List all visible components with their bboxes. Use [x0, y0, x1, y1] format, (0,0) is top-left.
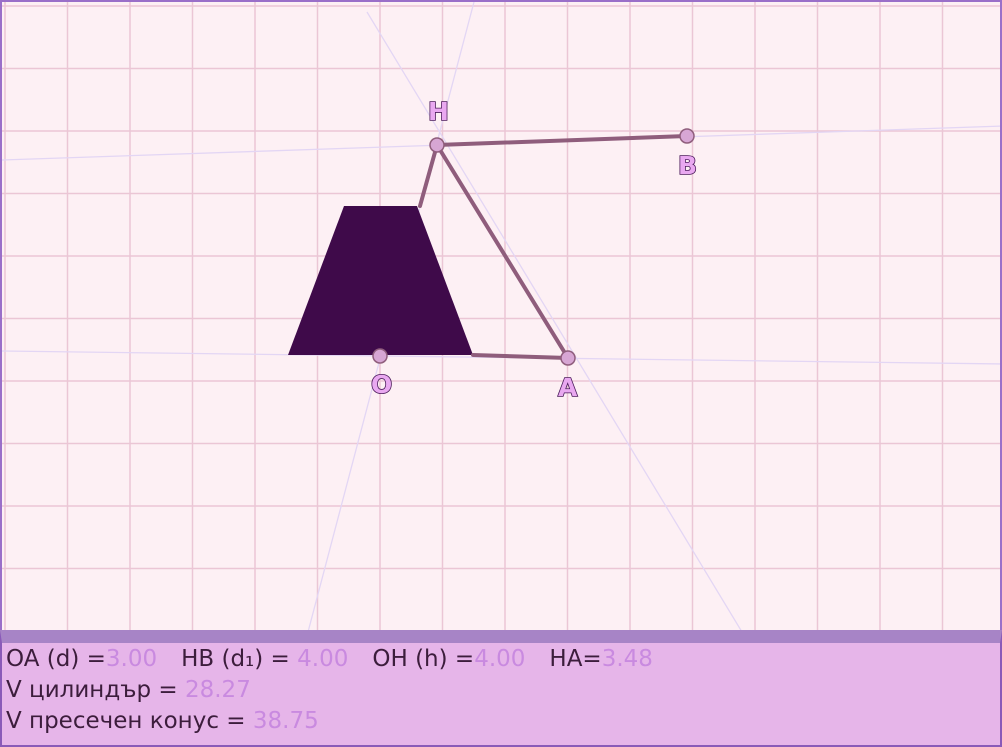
- point-h[interactable]: [429, 137, 445, 153]
- segment-hb: [435, 134, 689, 147]
- hb-value: 4.00: [297, 646, 349, 672]
- frustum-volume-label: V пресечен конус =: [6, 708, 253, 734]
- oa-label: OA (d) =: [6, 646, 106, 672]
- point-b[interactable]: [679, 128, 695, 144]
- geometry-canvas[interactable]: H B O A: [0, 0, 1002, 630]
- aux-line-ha: [366, 11, 742, 630]
- segment-ha: [435, 143, 570, 360]
- ha-value: 3.48: [601, 646, 653, 672]
- grid: [2, 2, 1000, 630]
- segment-oa: [471, 353, 570, 360]
- cylinder-volume-value: 28.27: [184, 677, 251, 703]
- point-label-a: A: [558, 373, 578, 402]
- point-labels: H B O A: [370, 96, 698, 403]
- cylinder-volume-label: V цилиндър =: [6, 677, 185, 703]
- oh-label: OH (h) =: [372, 646, 475, 672]
- point-o[interactable]: [372, 348, 388, 364]
- point-label-h: H: [428, 97, 449, 126]
- oh-value: 4.00: [474, 646, 526, 672]
- frustum-volume-value: 38.75: [252, 708, 319, 734]
- segments: [418, 134, 689, 360]
- auxiliary-lines: [2, 2, 1000, 630]
- point-a[interactable]: [560, 350, 576, 366]
- geometry-scene[interactable]: H B O A: [2, 2, 1002, 630]
- oa-value: 3.00: [105, 646, 158, 672]
- point-label-o: O: [371, 370, 392, 399]
- segment-oh-visible: [418, 143, 439, 208]
- info-row-frustum-volume: V пресечен конус = 38.75: [6, 706, 996, 737]
- points: [372, 128, 695, 366]
- ha-label: HA=: [549, 646, 602, 672]
- frustum-shape: [288, 206, 473, 355]
- point-label-b: B: [678, 151, 697, 180]
- hb-label: HB (d₁) =: [181, 646, 298, 672]
- info-row-cylinder-volume: V цилиндър = 28.27: [6, 675, 996, 706]
